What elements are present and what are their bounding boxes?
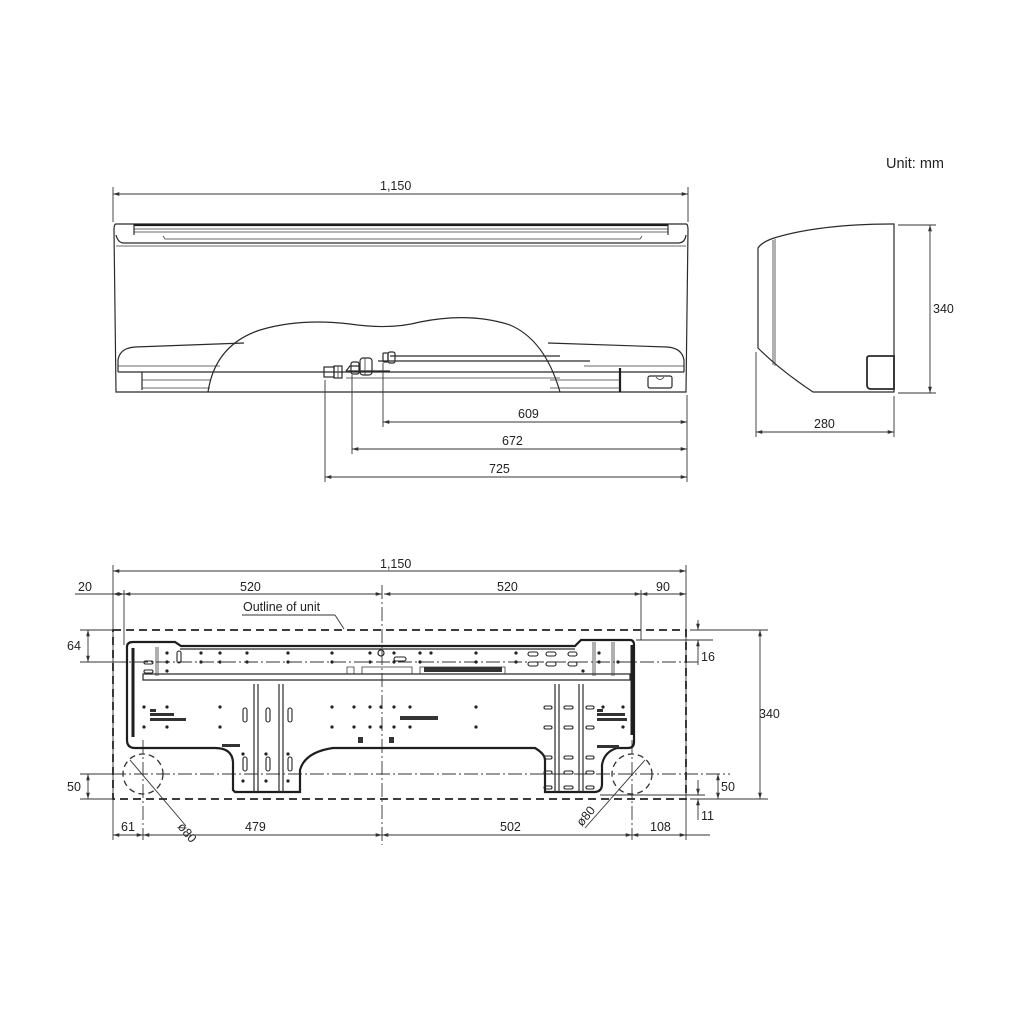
right-pipe-hole [611,753,653,795]
mounting-holes [142,649,625,783]
plate-right-bottom-gap: 11 [701,809,714,823]
unit-label: Unit: mm [886,156,944,172]
left-hole-x: 61 [121,820,135,834]
plate-right-bottom-offset: 50 [721,780,735,794]
side-height-label: 340 [933,302,954,316]
outline-of-unit-label: Outline of unit [243,600,321,614]
unit-outline [112,629,687,800]
right-center-span: 502 [500,820,521,834]
plate-height: 340 [759,707,780,721]
left-pipe-hole [122,753,164,795]
right-hole-x: 108 [650,820,671,834]
side-depth-label: 280 [814,417,835,431]
plate-left-span: 520 [240,580,261,594]
right-hole-diameter: ø80 [574,803,599,829]
side-view: 340 280 [755,223,954,437]
left-center-span: 479 [245,820,266,834]
pipe-dim-725: 725 [489,462,510,476]
plate-right-top-offset: 16 [701,650,715,664]
plate-top-offset: 64 [67,639,81,653]
left-hole-diameter: ø80 [175,820,200,846]
plate-left-bottom-offset: 50 [67,780,81,794]
mounting-plate-view: 1,150 20 520 520 90 Outline of unit [67,557,780,845]
plate-overall-width: 1,150 [380,557,411,571]
plate-left-offset: 20 [78,580,92,594]
plate-right-offset: 90 [656,580,670,594]
pipe-dim-672: 672 [502,434,523,448]
pipe-dim-609: 609 [518,407,539,421]
front-width-label: 1,150 [380,179,411,193]
front-view: 1,150 [112,179,689,482]
plate-right-span: 520 [497,580,518,594]
